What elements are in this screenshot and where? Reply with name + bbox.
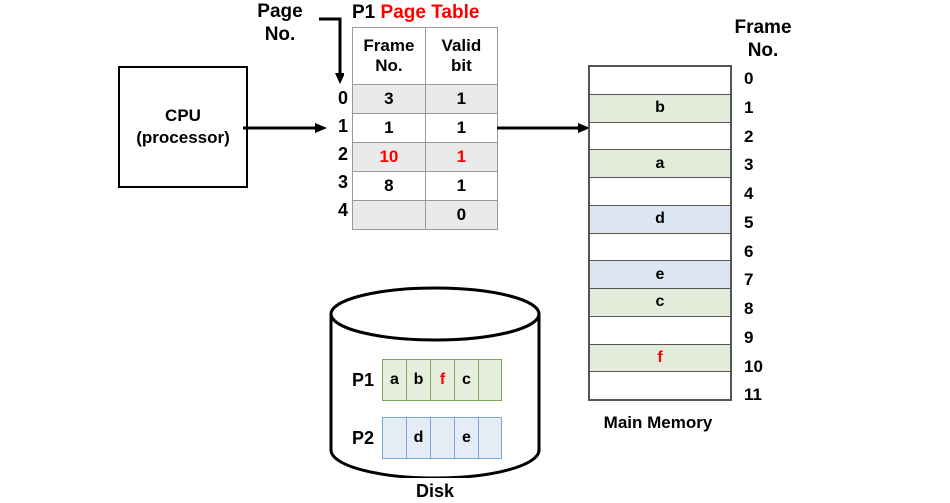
cell-frame-no: 10 xyxy=(352,142,426,172)
disk-caption: Disk xyxy=(415,481,455,501)
cpu-box: CPU (processor) xyxy=(118,66,248,188)
page-index: 0 xyxy=(337,88,348,108)
disk-process-label: P1 xyxy=(352,369,375,390)
frame-index: 2 xyxy=(744,126,754,146)
page-no-label-line1: Page xyxy=(257,1,303,22)
table-row: 1 1 xyxy=(352,113,499,143)
column-header-valid-bit: Valid bit xyxy=(424,27,499,85)
disk-process-row: P2 d e xyxy=(352,416,504,460)
frame-index: 3 xyxy=(744,155,754,175)
column-header-frame-no-line1: Frame xyxy=(363,36,415,55)
memory-frame xyxy=(590,122,730,151)
memory-frame xyxy=(590,67,730,95)
disk-process-label: P2 xyxy=(352,427,375,448)
page-index: 1 xyxy=(337,116,348,136)
memory-frame: d xyxy=(590,205,730,234)
page-index: 3 xyxy=(337,172,348,192)
disk-cell xyxy=(382,417,406,459)
page-table-title: P1 Page Table xyxy=(352,2,500,24)
disk-cell xyxy=(478,417,502,459)
cell-valid-bit: 1 xyxy=(424,84,499,114)
frame-index: 1 xyxy=(744,97,754,117)
memory-frame-highlighted: f xyxy=(590,344,730,373)
disk-contents: P1 a b f c P2 d e xyxy=(352,358,504,460)
cell-valid-bit: 1 xyxy=(424,142,499,172)
page-table-title-main: Page Table xyxy=(380,2,480,23)
disk-cell-highlighted: f xyxy=(430,359,454,401)
cell-frame-no: 3 xyxy=(352,84,426,114)
disk-cell: d xyxy=(406,417,430,459)
table-row: 0 xyxy=(352,200,499,230)
column-header-frame-no: Frame No. xyxy=(352,27,426,85)
cell-valid-bit: 0 xyxy=(424,200,499,230)
page-no-label-line2: No. xyxy=(264,24,296,45)
main-memory-caption: Main Memory xyxy=(603,413,713,432)
frame-index: 7 xyxy=(744,270,754,290)
memory-frame xyxy=(590,372,730,399)
disk-cell xyxy=(430,417,454,459)
frame-no-label: Frame No. xyxy=(726,16,800,62)
cell-frame-no: 1 xyxy=(352,113,426,143)
cell-valid-bit: 1 xyxy=(424,113,499,143)
page-table-header-row: Frame No. Valid bit xyxy=(352,27,499,85)
frame-no-label-line2: No. xyxy=(747,40,779,61)
memory-frame: c xyxy=(590,289,730,317)
memory-frame xyxy=(590,316,730,345)
disk-process-cells: d e xyxy=(382,417,502,459)
memory-frame: e xyxy=(590,261,730,289)
memory-frame xyxy=(590,178,730,206)
page-table-to-memory-arrow-icon xyxy=(497,123,590,133)
column-header-valid-bit-line1: Valid xyxy=(441,36,482,55)
page-no-label: Page No. xyxy=(244,0,316,46)
cpu-to-page-table-arrow-icon xyxy=(243,123,327,133)
page-index: 2 xyxy=(337,144,348,164)
page-index: 4 xyxy=(337,200,348,220)
frame-index: 9 xyxy=(744,327,754,347)
page-table-title-process: P1 xyxy=(352,2,376,23)
table-row-highlighted: 10 1 xyxy=(352,142,499,172)
disk-cell: b xyxy=(406,359,430,401)
frame-index: 8 xyxy=(744,299,754,318)
cpu-label-line2: (processor) xyxy=(136,128,230,147)
disk-cell: e xyxy=(454,417,478,459)
frame-index: 4 xyxy=(744,184,754,203)
page-no-arrow-icon xyxy=(319,17,344,84)
frame-index: 5 xyxy=(744,212,754,232)
frame-index: 10 xyxy=(744,356,763,376)
memory-frame xyxy=(590,233,730,262)
frame-index: 11 xyxy=(744,385,762,405)
column-header-frame-no-line2: No. xyxy=(375,56,403,75)
cell-frame-no xyxy=(352,200,426,230)
disk-process-cells: a b f c xyxy=(382,359,502,401)
table-row: 3 1 xyxy=(352,84,499,114)
disk-cell: a xyxy=(382,359,406,401)
page-table: Frame No. Valid bit 3 1 1 1 10 1 8 1 0 xyxy=(352,27,499,230)
frame-index: 0 xyxy=(744,69,754,88)
cpu-label-line1: CPU xyxy=(165,106,201,125)
column-header-valid-bit-line2: bit xyxy=(451,56,472,75)
page-index-column: 0 1 2 3 4 xyxy=(326,84,348,224)
cell-valid-bit: 1 xyxy=(424,171,499,201)
table-row: 8 1 xyxy=(352,171,499,201)
disk-cell: c xyxy=(454,359,478,401)
disk-process-row: P1 a b f c xyxy=(352,358,504,402)
disk-cell xyxy=(478,359,502,401)
frame-index-column: 0 1 2 3 4 5 6 7 8 9 10 11 xyxy=(744,65,784,410)
frame-no-label-line1: Frame xyxy=(734,17,792,38)
memory-frame: a xyxy=(590,150,730,178)
main-memory-block: b a d e c f xyxy=(588,65,732,401)
frame-index: 6 xyxy=(744,241,754,261)
cell-frame-no: 8 xyxy=(352,171,426,201)
memory-frame: b xyxy=(590,94,730,123)
